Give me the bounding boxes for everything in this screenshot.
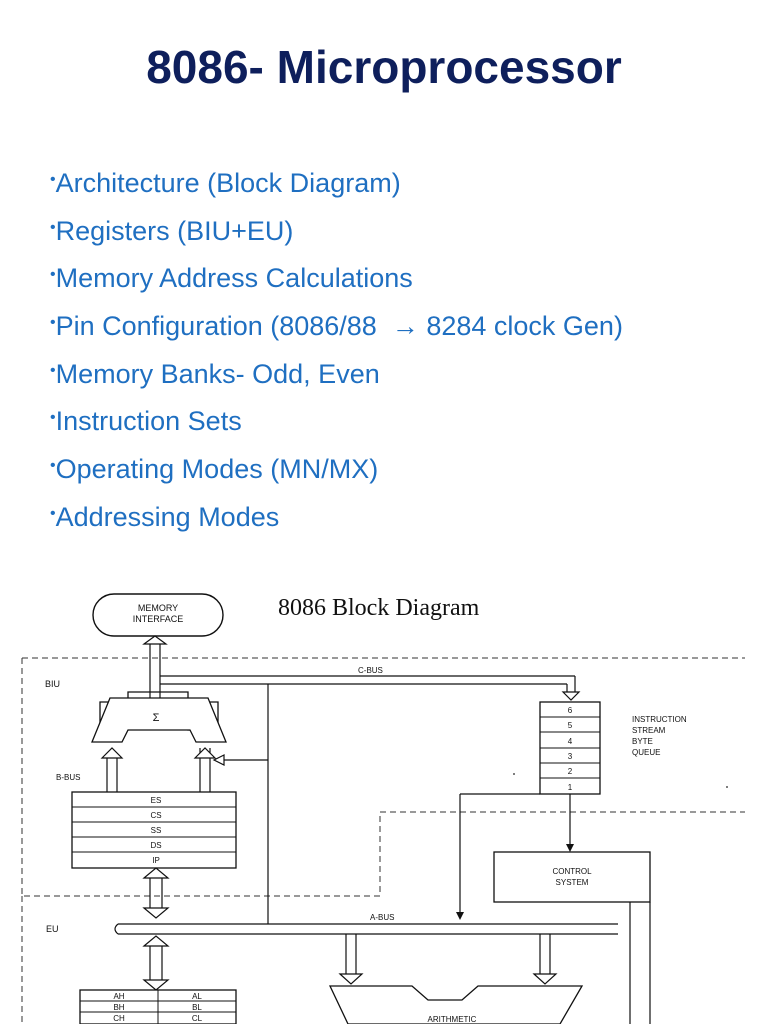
queue-slot: 6 bbox=[568, 706, 573, 715]
sigma-label: Σ bbox=[153, 712, 160, 724]
topic-item: •Addressing Modes bbox=[50, 494, 623, 542]
topic-text: Operating Modes (MN/MX) bbox=[55, 454, 379, 485]
register-ss: SS bbox=[151, 826, 162, 835]
bullet-icon: • bbox=[50, 218, 56, 236]
register-es: ES bbox=[151, 796, 162, 805]
queue-slot: 3 bbox=[568, 752, 573, 761]
arrow-up-icon bbox=[100, 747, 124, 759]
topic-item: •Registers (BIU+EU) bbox=[50, 208, 623, 256]
diagram-title: 8086 Block Diagram bbox=[278, 595, 480, 621]
register-bh: BH bbox=[113, 1003, 124, 1012]
queue-label: STREAM bbox=[632, 726, 666, 735]
address-adder-body bbox=[91, 697, 227, 743]
topic-text: Memory Banks- Odd, Even bbox=[55, 358, 380, 389]
biu-boundary bbox=[21, 658, 745, 897]
topic-item: •Operating Modes (MN/MX) bbox=[50, 446, 623, 494]
queue-label: INSTRUCTION bbox=[632, 715, 687, 724]
queue-slot: 5 bbox=[568, 721, 573, 730]
bullet-icon: • bbox=[50, 314, 56, 332]
queue-slot: 1 bbox=[568, 783, 573, 792]
register-ds: DS bbox=[150, 841, 161, 850]
arrow-up-icon bbox=[193, 747, 217, 759]
topic-text: Registers (BIU+EU) bbox=[55, 215, 294, 246]
general-register-file: AH AL BH BL CH CL bbox=[79, 989, 237, 1024]
register-al: AL bbox=[192, 992, 202, 1001]
topic-item: •Architecture (Block Diagram) bbox=[50, 160, 623, 208]
b-bus-label: B-BUS bbox=[56, 773, 80, 782]
bullet-icon: • bbox=[50, 171, 56, 188]
arrow-down-icon bbox=[142, 979, 170, 991]
topic-item: •Pin Configuration (8086/88 → 8284 clock… bbox=[50, 303, 623, 351]
control-system-label: CONTROL bbox=[552, 867, 592, 876]
slide-title: 8086- Microprocessor bbox=[146, 41, 622, 93]
register-cl: CL bbox=[192, 1014, 203, 1023]
c-bus-label: C-BUS bbox=[358, 666, 383, 675]
topic-item: •Memory Address Calculations bbox=[50, 255, 623, 303]
control-system-box bbox=[493, 851, 651, 903]
topic-text: Addressing Modes bbox=[55, 501, 280, 532]
biu-label: BIU bbox=[45, 679, 60, 689]
register-cs: CS bbox=[150, 811, 161, 820]
bullet-icon: • bbox=[50, 409, 56, 427]
a-bus-label: A-BUS bbox=[370, 913, 394, 922]
register-ch: CH bbox=[113, 1014, 125, 1023]
arrow-up-icon bbox=[142, 635, 168, 645]
queue-label: BYTE bbox=[632, 737, 653, 746]
topic-text: Architecture (Block Diagram) bbox=[55, 168, 401, 198]
arrow-down-icon bbox=[456, 912, 464, 920]
arrow-left-icon bbox=[212, 754, 225, 766]
control-system-label: SYSTEM bbox=[556, 878, 589, 887]
topic-list: •Architecture (Block Diagram) •Registers… bbox=[50, 160, 623, 542]
arrow-up-icon bbox=[142, 935, 170, 947]
register-bl: BL bbox=[192, 1003, 202, 1012]
arrow-down-icon bbox=[142, 907, 170, 919]
memory-interface-label: MEMORY bbox=[138, 603, 178, 613]
queue-slot: 4 bbox=[568, 737, 573, 746]
queue-label: QUEUE bbox=[632, 748, 660, 757]
topic-text: Instruction Sets bbox=[55, 406, 242, 437]
topic-text: Memory Address Calculations bbox=[55, 263, 413, 294]
arrow-down-icon bbox=[566, 844, 574, 852]
arrow-up-icon bbox=[142, 867, 170, 879]
bullet-icon: • bbox=[50, 266, 56, 284]
block-diagram: 8086 Block Diagram MEMORY INTERFACE BIU … bbox=[21, 593, 745, 1024]
eu-label: EU bbox=[46, 924, 59, 934]
alu-block bbox=[328, 985, 584, 1024]
memory-interface-label: INTERFACE bbox=[133, 614, 184, 624]
arrow-down-icon bbox=[561, 691, 581, 701]
arrow-down-icon bbox=[338, 973, 364, 985]
memory-interface-box bbox=[92, 593, 224, 637]
bullet-icon: • bbox=[50, 457, 56, 475]
register-ip: IP bbox=[152, 856, 160, 865]
register-ah: AH bbox=[113, 992, 124, 1001]
instruction-queue: 6 5 4 3 2 1 bbox=[539, 701, 601, 795]
arrow-down-icon bbox=[532, 973, 558, 985]
bullet-icon: • bbox=[50, 361, 56, 379]
topic-text: Pin Configuration (8086/88 → 8284 clock … bbox=[55, 311, 623, 342]
bullet-icon: • bbox=[50, 504, 56, 522]
topic-item: •Memory Banks- Odd, Even bbox=[50, 351, 623, 399]
segment-register-stack: ES CS SS DS IP bbox=[71, 791, 237, 869]
queue-slot: 2 bbox=[568, 767, 573, 776]
topic-item: •Instruction Sets bbox=[50, 398, 623, 446]
alu-label: ARITHMETIC bbox=[428, 1015, 477, 1024]
